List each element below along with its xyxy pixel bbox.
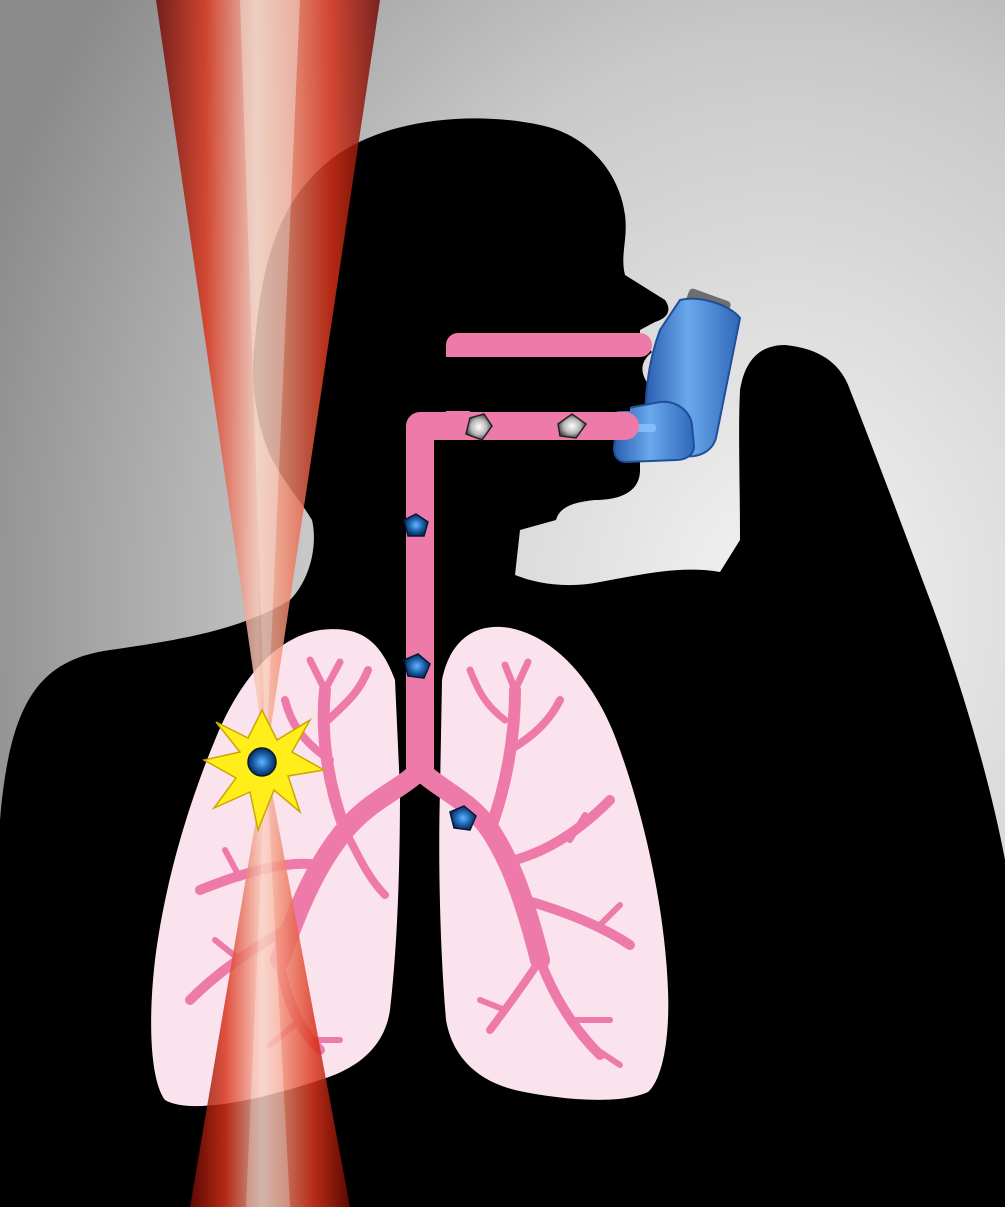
inhaled-drug-laser-activation-diagram [0,0,1005,1207]
diagram-canvas [0,0,1005,1207]
